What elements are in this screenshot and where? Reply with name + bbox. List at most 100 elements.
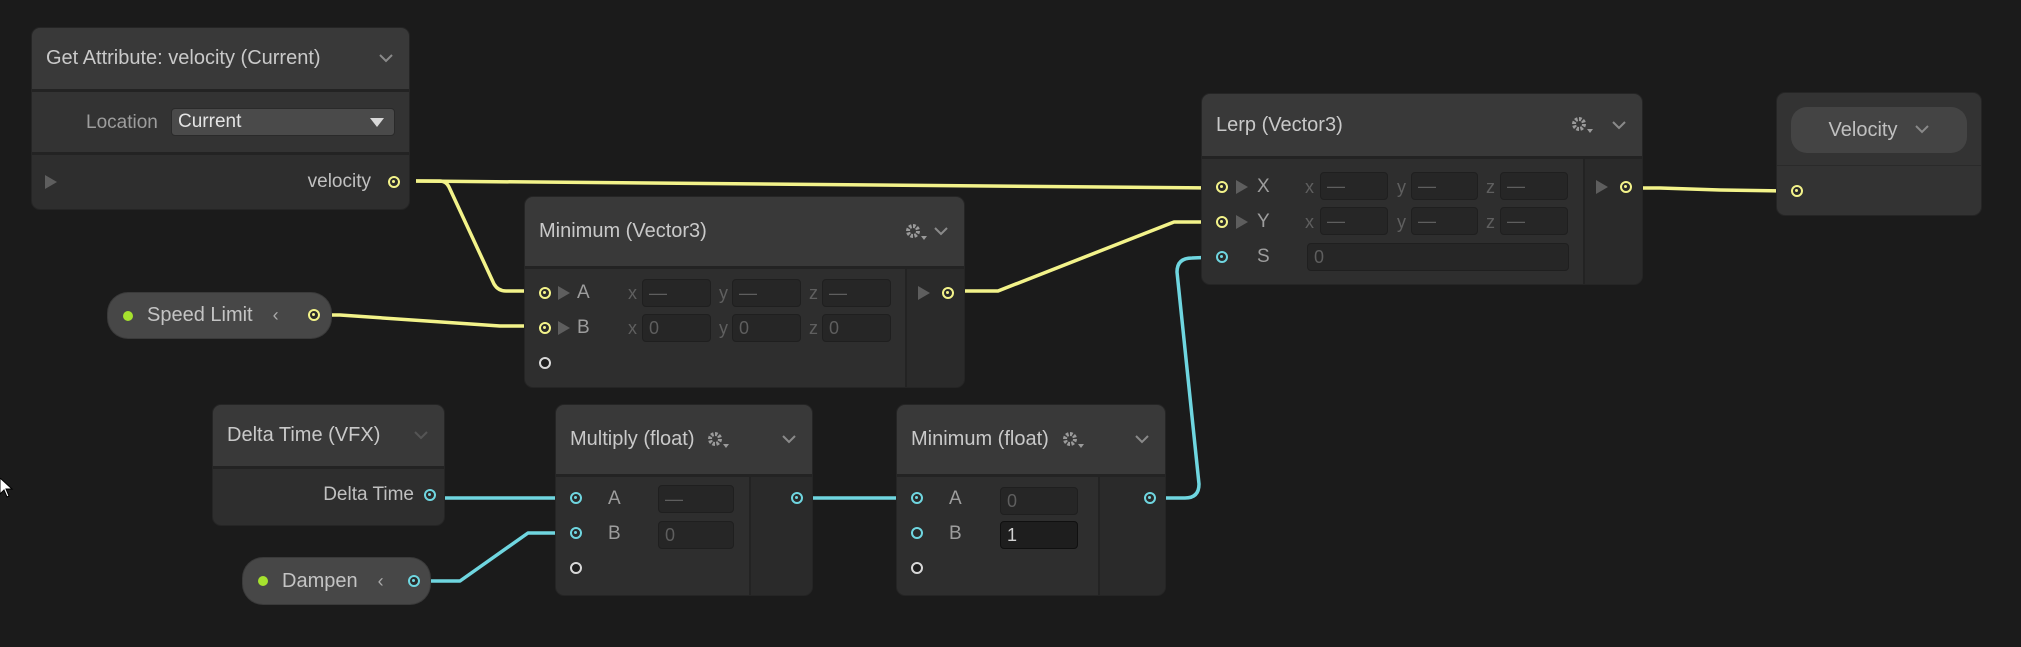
exposed-indicator-icon — [258, 576, 268, 586]
b-z-field[interactable]: 0 — [822, 314, 891, 342]
dropdown-arrow-icon — [370, 118, 384, 127]
chevron-down-icon[interactable] — [930, 221, 952, 243]
input-port-a[interactable] — [911, 492, 923, 504]
node-title: Delta Time (VFX) — [227, 424, 381, 446]
axis-label: x — [628, 318, 637, 338]
expand-triangle-icon[interactable] — [918, 286, 930, 300]
input-port-a[interactable] — [539, 287, 551, 299]
a-value-field[interactable]: 0 — [1000, 487, 1078, 515]
chevron-down-icon[interactable] — [1131, 429, 1153, 451]
output-port[interactable] — [942, 287, 954, 299]
axis-label: z — [1486, 212, 1495, 232]
minimum-vector3-node[interactable]: Minimum (Vector3) A x — y — z — B x 0 y … — [525, 197, 964, 387]
delta-time-output-port[interactable] — [424, 489, 436, 501]
velocity-output-port[interactable] — [388, 176, 400, 188]
input-label-y: Y — [1257, 211, 1270, 232]
speed-limit-property-node[interactable]: Speed Limit ‹ — [108, 293, 331, 338]
chevron-down-icon[interactable] — [410, 425, 432, 447]
wire-min-to-lerp-s — [1157, 255, 1217, 500]
expand-triangle-icon[interactable] — [1236, 180, 1248, 194]
a-value-field[interactable]: — — [658, 485, 734, 513]
chevron-down-icon — [1915, 121, 1930, 139]
input-port-b[interactable] — [911, 527, 923, 539]
y-y-field[interactable]: — — [1411, 207, 1478, 235]
mouse-cursor-icon — [0, 478, 14, 498]
property-label: Dampen — [282, 569, 358, 592]
property-label: Speed Limit — [147, 304, 253, 326]
output-port[interactable] — [791, 492, 803, 504]
minimum-float-node[interactable]: Minimum (float) A 0 B 1 — [897, 405, 1165, 595]
x-y-field[interactable]: — — [1411, 172, 1478, 200]
a-z-field[interactable]: — — [822, 279, 891, 307]
wire-velocity-to-lerp-x — [415, 179, 1217, 190]
gear-settings-icon[interactable] — [1059, 429, 1087, 451]
multiply-float-node[interactable]: Multiply (float) A — B 0 — [556, 405, 812, 595]
chevron-down-icon[interactable] — [375, 48, 397, 70]
input-port-x[interactable] — [1216, 181, 1228, 193]
input-label-a: A — [608, 488, 621, 509]
input-label-b: B — [577, 317, 590, 338]
expand-triangle-icon[interactable] — [1236, 215, 1248, 229]
b-value-field[interactable]: 0 — [658, 521, 734, 549]
wire-velocity-to-min-a — [416, 179, 539, 293]
input-label-a: A — [577, 282, 590, 303]
wire-lerp-to-velocity — [1636, 186, 1791, 193]
add-input-port[interactable] — [911, 562, 923, 574]
location-value: Current — [178, 111, 242, 132]
location-label: Location — [86, 112, 158, 133]
input-label-a: A — [949, 488, 962, 509]
location-dropdown[interactable]: Current — [171, 108, 395, 136]
expand-triangle-icon[interactable] — [1596, 180, 1608, 194]
velocity-input-port[interactable] — [1791, 185, 1803, 197]
axis-label: y — [719, 283, 728, 303]
y-x-field[interactable]: — — [1320, 207, 1388, 235]
add-input-port[interactable] — [539, 357, 551, 369]
input-port-a[interactable] — [570, 492, 582, 504]
gear-settings-icon[interactable] — [704, 429, 732, 451]
velocity-output-node[interactable]: Velocity — [1777, 93, 1981, 215]
gear-settings-icon[interactable] — [1568, 114, 1596, 136]
a-y-field[interactable]: — — [732, 279, 801, 307]
output-port[interactable] — [1144, 492, 1156, 504]
input-label-x: X — [1257, 176, 1270, 197]
input-port-y[interactable] — [1216, 216, 1228, 228]
delta-time-node[interactable]: Delta Time (VFX) Delta Time — [213, 405, 444, 525]
dampen-output-port[interactable] — [408, 575, 420, 587]
x-x-field[interactable]: — — [1320, 172, 1388, 200]
axis-label: y — [1397, 212, 1406, 232]
delta-time-output-label: Delta Time — [323, 484, 414, 505]
chevron-down-icon[interactable] — [778, 429, 800, 451]
axis-label: y — [719, 318, 728, 338]
collapse-arrow-icon[interactable]: ‹ — [377, 570, 384, 591]
node-title: Multiply (float) — [570, 428, 695, 450]
get-attribute-node[interactable]: Get Attribute: velocity (Current) Locati… — [32, 28, 409, 209]
velocity-dropdown[interactable]: Velocity — [1791, 107, 1967, 153]
add-input-port[interactable] — [570, 562, 582, 574]
s-value-field[interactable]: 0 — [1307, 243, 1569, 271]
expand-triangle-icon[interactable] — [558, 286, 570, 300]
collapse-arrow-icon[interactable]: ‹ — [272, 305, 279, 325]
wire-speedlimit-to-min-b — [320, 313, 539, 328]
x-z-field[interactable]: — — [1500, 172, 1568, 200]
axis-label: z — [1486, 177, 1495, 197]
expand-triangle-icon[interactable] — [558, 321, 570, 335]
wire-dampen-to-mul-b — [420, 531, 571, 583]
axis-label: x — [628, 283, 637, 303]
a-x-field[interactable]: — — [642, 279, 711, 307]
input-port-s[interactable] — [1216, 251, 1228, 263]
expand-triangle-icon[interactable] — [45, 175, 57, 189]
gear-settings-icon[interactable] — [902, 221, 930, 243]
input-port-b[interactable] — [539, 322, 551, 334]
speed-limit-output-port[interactable] — [308, 309, 320, 321]
b-x-field[interactable]: 0 — [642, 314, 711, 342]
dampen-property-node[interactable]: Dampen ‹ — [243, 558, 430, 604]
output-port[interactable] — [1620, 181, 1632, 193]
velocity-title: Velocity — [1828, 118, 1898, 141]
chevron-down-icon[interactable] — [1608, 114, 1630, 136]
b-value-field[interactable]: 1 — [1000, 521, 1078, 549]
y-z-field[interactable]: — — [1500, 207, 1568, 235]
input-port-b[interactable] — [570, 527, 582, 539]
lerp-vector3-node[interactable]: Lerp (Vector3) X x — y — z — Y x — y — z… — [1202, 94, 1642, 284]
axis-label: x — [1305, 177, 1314, 197]
b-y-field[interactable]: 0 — [732, 314, 801, 342]
